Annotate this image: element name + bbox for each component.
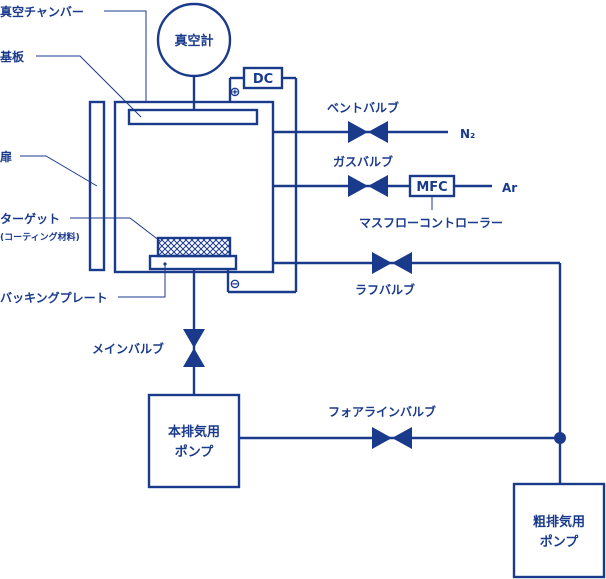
vent-valve-icon: [348, 121, 388, 143]
door-label: 扉: [0, 149, 12, 164]
vent-valve-label: ベントバルブ: [327, 100, 399, 115]
vacuum-gauge-label: 真空計: [174, 33, 213, 49]
main-pump-label-1: 本排気用: [168, 424, 220, 440]
rough-pump-label-1: 粗排気用: [533, 514, 585, 530]
foreline-valve-icon: [372, 427, 412, 449]
target-label: ターゲット: [0, 211, 60, 226]
rough-valve-label: ラフバルブ: [355, 282, 415, 297]
junction-dot: [554, 432, 566, 444]
target-sub-label: (コーティング材料): [0, 231, 80, 243]
main-pump-label-2: ポンプ: [175, 444, 215, 460]
minus-terminal-icon: ⊖: [230, 277, 241, 292]
main-pump: [147, 393, 241, 489]
plus-terminal-icon: ⊕: [230, 85, 241, 100]
gas-valve-label: ガスバルブ: [333, 154, 393, 169]
substrate: [127, 108, 259, 126]
dc-label: DC: [253, 72, 273, 87]
rough-pump: [512, 482, 606, 579]
substrate-label: 基板: [0, 49, 25, 64]
door: [88, 100, 106, 272]
ar-label: Ar: [502, 181, 517, 195]
mass-flow-controller-label: マスフローコントローラー: [359, 216, 503, 230]
foreline-valve-label: フォアラインバルブ: [328, 404, 436, 419]
chamber-label: 真空チャンバー: [0, 4, 84, 19]
target: [156, 236, 232, 258]
backing-plate-label: バッキングプレート: [0, 290, 108, 305]
main-valve-label: メインバルブ: [92, 341, 164, 356]
n2-label: N₂: [460, 127, 475, 141]
rough-valve-icon: [372, 252, 412, 274]
main-valve-icon: [183, 329, 205, 367]
backing-plate: [148, 254, 238, 271]
gas-valve-icon: [348, 175, 388, 197]
mfc-label: MFC: [416, 180, 447, 195]
rough-pump-label-2: ポンプ: [540, 534, 580, 550]
